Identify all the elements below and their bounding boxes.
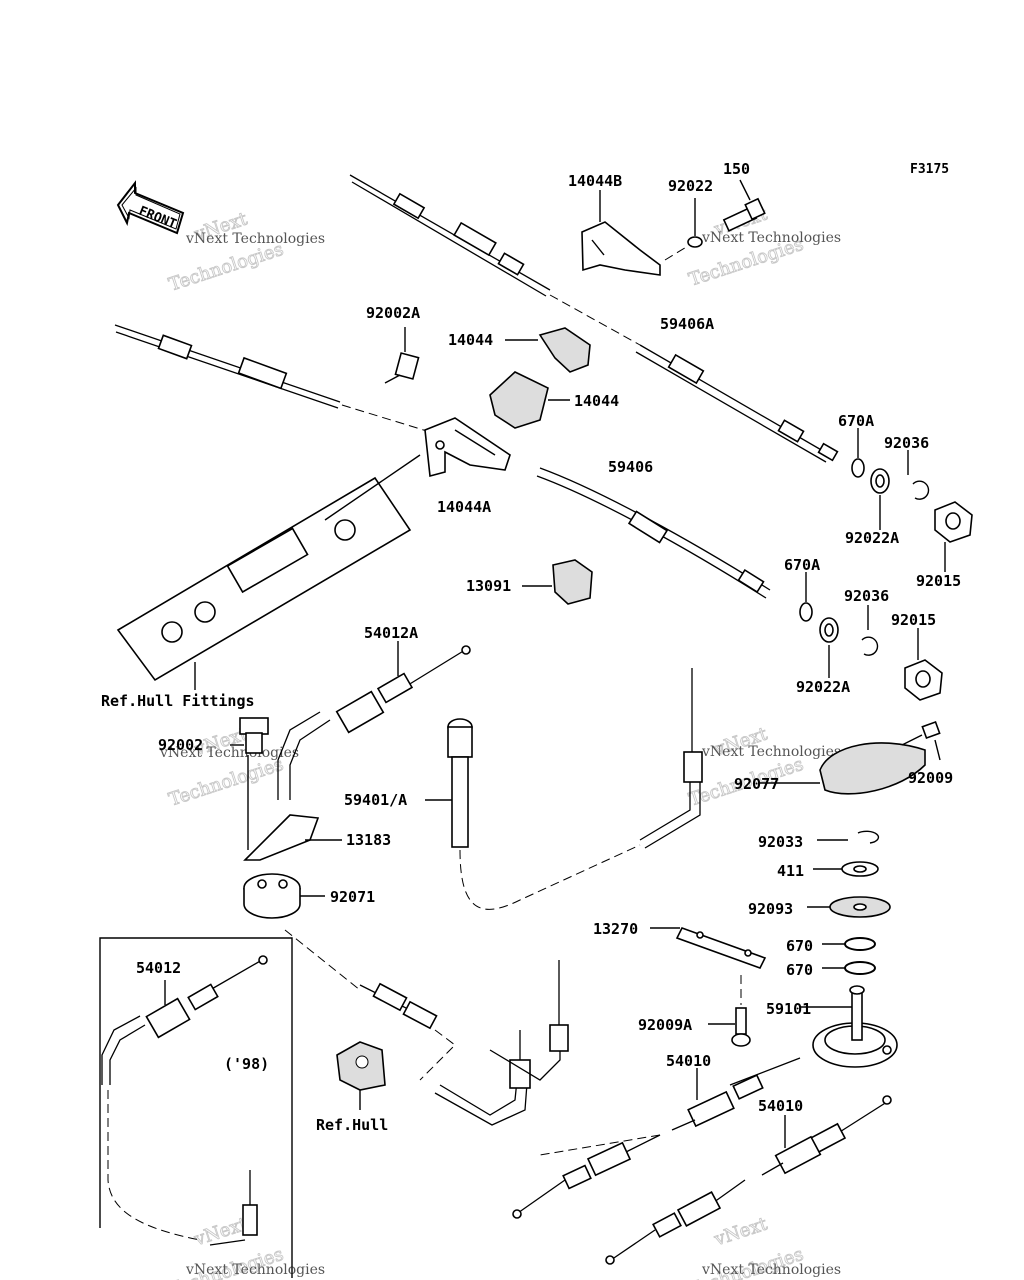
- label-92093: 92093: [748, 900, 793, 918]
- label-14044-lower: 14044: [574, 392, 619, 410]
- clip-92036-lower: [861, 605, 879, 656]
- label-92022A-lower: 92022A: [796, 678, 850, 696]
- cover-92077: [760, 742, 926, 795]
- seal-ring-670A-lower: [799, 572, 813, 622]
- ref-hull-clamp: [336, 1041, 386, 1110]
- cable-lower-center: [284, 929, 569, 1126]
- label-13091: 13091: [466, 577, 511, 595]
- grommet-92071: [243, 873, 325, 919]
- label-ref-hull-fittings: Ref.Hull Fittings: [101, 692, 255, 710]
- watermark-line1: vNext: [711, 1213, 770, 1250]
- watermark-small: vNext Technologies: [159, 745, 299, 761]
- label-54010-lower: 54010: [758, 1097, 803, 1115]
- screw-92009A: [708, 975, 751, 1047]
- watermark-small: vNext Technologies: [701, 1262, 841, 1278]
- cable-54012A: [277, 641, 471, 800]
- lever-base-59101: [800, 985, 898, 1068]
- label-59401A: 59401/A: [344, 791, 407, 809]
- label-14044B: 14044B: [568, 172, 622, 190]
- bolt-92002A: [384, 327, 420, 384]
- oring-670-upper: [822, 937, 876, 951]
- label-13183: 13183: [346, 831, 391, 849]
- part-labels: 14044B 92022 150 92002A 14044 14044 5940…: [101, 160, 961, 1134]
- washer-411: [813, 861, 879, 877]
- label-ref-hull: Ref.Hull: [316, 1116, 388, 1134]
- figure-code: F3175: [910, 162, 949, 177]
- label-92036-lower: 92036: [844, 587, 889, 605]
- cable-59406A: [349, 174, 839, 463]
- watermark-small: vNext Technologies: [185, 231, 325, 247]
- label-92015-lower: 92015: [891, 611, 936, 629]
- bracket-14044A: [424, 417, 511, 478]
- washer-92022: [664, 198, 703, 261]
- clip-92033: [817, 830, 880, 844]
- plate-13183: [243, 814, 342, 861]
- watermark-line2: Technologies: [166, 239, 286, 296]
- nut-92015-lower: [904, 628, 943, 701]
- label-14044A: 14044A: [437, 498, 491, 516]
- rubber-13091: [522, 559, 593, 605]
- screw-92009: [901, 720, 941, 761]
- clamp-14044-upper: [505, 327, 591, 373]
- watermark-line2: Technologies: [166, 754, 286, 811]
- hull-panel: [116, 454, 421, 690]
- label-92009: 92009: [908, 769, 953, 787]
- label-670-upper: 670: [786, 937, 813, 955]
- front-arrow-icon: FRONT: [116, 180, 185, 235]
- plate-13270: [650, 927, 767, 969]
- seal-ring-670A-upper: [851, 428, 865, 478]
- washer-92093: [807, 896, 891, 918]
- knob-59401A: [425, 718, 641, 910]
- inset-98: [99, 937, 293, 1278]
- label-411: 411: [777, 862, 804, 880]
- label-92036-upper: 92036: [884, 434, 929, 452]
- label-670A-upper: 670A: [838, 412, 874, 430]
- nut-92015-upper: [934, 501, 973, 572]
- label-54012A: 54012A: [364, 624, 418, 642]
- label-670-lower: 670: [786, 961, 813, 979]
- label-670A-lower: 670A: [784, 556, 820, 574]
- label-59101: 59101: [766, 1000, 811, 1018]
- label-92002: 92002: [158, 736, 203, 754]
- label-92071: 92071: [330, 888, 375, 906]
- bolt-150: [722, 179, 766, 232]
- clamp-14044B: [581, 190, 661, 276]
- watermark-small: vNext Technologies: [701, 230, 841, 246]
- label-59406: 59406: [608, 458, 653, 476]
- label-98: ('98): [224, 1055, 269, 1073]
- cable-59406: [114, 324, 771, 599]
- bolt-92002: [230, 717, 269, 850]
- label-54010-upper: 54010: [666, 1052, 711, 1070]
- label-92022: 92022: [668, 177, 713, 195]
- label-59406A: 59406A: [660, 315, 714, 333]
- clip-92036-upper: [907, 450, 930, 500]
- watermark-small: vNext Technologies: [701, 744, 841, 760]
- label-92033: 92033: [758, 833, 803, 851]
- washer-92022A-upper: [870, 468, 890, 530]
- label-13270: 13270: [593, 920, 638, 938]
- oring-670-lower: [822, 961, 876, 975]
- cable-54010-upper: [512, 1057, 801, 1219]
- washer-92022A-lower: [819, 617, 839, 678]
- label-150: 150: [723, 160, 750, 178]
- label-92002A: 92002A: [366, 304, 420, 322]
- watermark-small: vNext Technologies: [185, 1262, 325, 1278]
- label-92009A: 92009A: [638, 1016, 692, 1034]
- cable-center-bend: [639, 668, 703, 849]
- label-92015-upper: 92015: [916, 572, 961, 590]
- label-14044-upper: 14044: [448, 331, 493, 349]
- cable-54010-lower: [605, 1095, 892, 1265]
- clamp-14044-lower: [489, 371, 570, 429]
- watermark-line1: vNext: [191, 1213, 250, 1250]
- label-54012: 54012: [136, 959, 181, 977]
- label-92022A-upper: 92022A: [845, 529, 899, 547]
- label-92077: 92077: [734, 775, 779, 793]
